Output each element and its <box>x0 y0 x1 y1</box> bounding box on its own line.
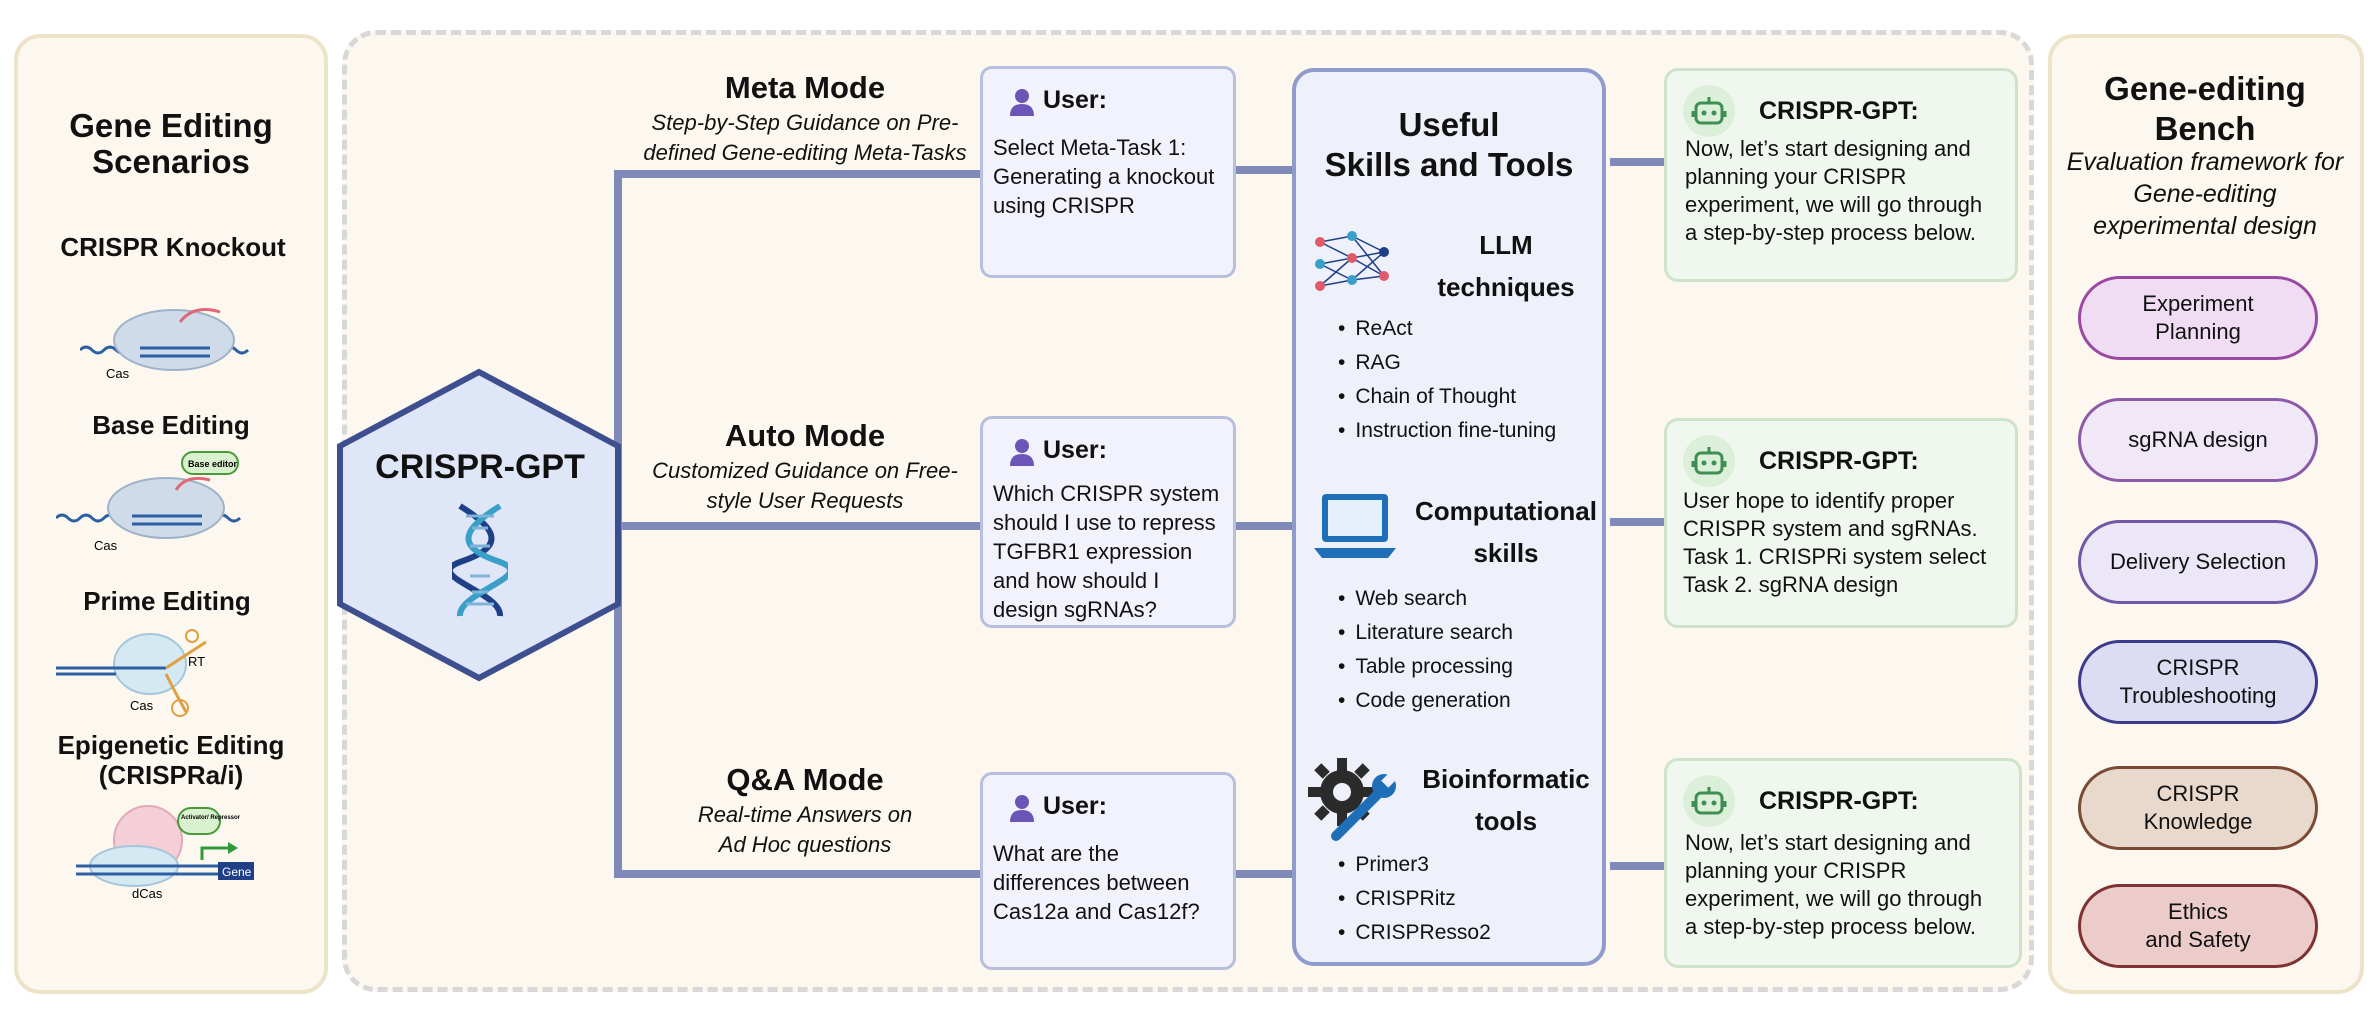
qa-mode-title: Q&A Mode <box>726 762 884 797</box>
meta-mode-subtitle-2: defined Gene-editing Meta-Tasks <box>643 140 967 165</box>
user-icon <box>1010 89 1034 116</box>
list-item: Literature search <box>1338 616 1513 650</box>
connector-auto <box>614 522 980 530</box>
user-icon <box>1010 439 1034 466</box>
scenario-epigenetic-label: Epigenetic Editing (CRISPRa/i) <box>57 730 285 790</box>
list-item: Table processing <box>1338 650 1513 684</box>
connector-qa-tools <box>1236 870 1292 878</box>
robot-icon <box>1683 775 1735 827</box>
prime-rt-tag: RT <box>188 654 205 669</box>
connector-meta-tools <box>1236 166 1292 174</box>
gene-tag: Gene <box>222 865 252 879</box>
list-item: Web search <box>1338 582 1513 616</box>
knockout-illustration: Cas <box>80 308 250 381</box>
bioinformatic-title-2: tools <box>1474 806 1538 836</box>
robot-icon <box>1683 435 1735 487</box>
auto-mode-subtitle-1: Customized Guidance on Free- <box>652 458 958 483</box>
tools-title-2: Skills and Tools <box>1324 146 1574 183</box>
list-item: Chain of Thought <box>1338 380 1556 414</box>
auto-mode-title: Auto Mode <box>724 418 886 453</box>
dna-icon <box>452 503 508 617</box>
bioinformatic-list: Primer3 CRISPRitz CRISPResso2 <box>1338 848 1491 950</box>
prime-editing-illustration: RT Cas <box>56 629 207 717</box>
laptop-icon <box>1314 494 1396 558</box>
llm-title-2: techniques <box>1437 272 1575 302</box>
skills-tools-box: Useful Skills and Tools LLM techniques R… <box>1292 68 1606 966</box>
epigenetic-illustration: Activator/ Repressor Gene dCas <box>76 805 254 901</box>
bench-title-1: Gene-editing <box>2104 70 2306 107</box>
computational-title-1: Computational <box>1415 496 1597 526</box>
meta-user-message-box: User: Select Meta-Task 1:Generating a kn… <box>980 66 1236 278</box>
scenario-knockout-label: CRISPR Knockout <box>60 232 286 262</box>
bioinformatic-title-1: Bioinformatic <box>1422 764 1590 794</box>
activator-tag: Activator/ Repressor <box>181 815 241 821</box>
connector-auto-tools <box>1236 522 1292 530</box>
computational-list: Web search Literature search Table proce… <box>1338 582 1513 718</box>
qa-mode-subtitle-1: Real-time Answers on <box>697 802 913 827</box>
base-cas-text: Cas <box>94 538 118 553</box>
base-editor-tag: Base editor <box>188 459 238 469</box>
meta-gpt-response-box: CRISPR-GPT: Now, let’s start designing a… <box>1664 68 2018 282</box>
tools-title-1: Useful <box>1398 106 1500 143</box>
list-item: Instruction fine-tuning <box>1338 414 1556 448</box>
computational-title-2: skills <box>1473 538 1539 568</box>
list-item: CRISPResso2 <box>1338 916 1490 950</box>
connector-meta <box>614 170 980 178</box>
list-item: CRISPRitz <box>1338 882 1491 916</box>
user-header: User: <box>1043 792 1107 820</box>
hub-label: CRISPR-GPT <box>375 448 585 486</box>
list-item: Code generation <box>1338 684 1513 718</box>
bench-pill-delivery-selection: Delivery Selection <box>2078 520 2318 604</box>
llm-list: ReAct RAG Chain of Thought Instruction f… <box>1338 312 1556 448</box>
robot-icon <box>1683 85 1735 137</box>
list-item: ReAct <box>1338 312 1556 346</box>
qa-mode-subtitle-2: Ad Hoc questions <box>718 832 892 857</box>
gear-wrench-icon <box>1308 758 1397 841</box>
epigenetic-dcas-text: dCas <box>132 886 163 901</box>
connector-tools-meta-reply <box>1610 158 1664 166</box>
base-editing-illustration: Base editor Cas <box>56 451 242 553</box>
list-item: RAG <box>1338 346 1556 380</box>
auto-gpt-response-box: CRISPR-GPT: User hope to identify proper… <box>1664 418 2018 628</box>
bench-pill-sgrna-design: sgRNA design <box>2078 398 2318 482</box>
scenario-base-editing-label: Base Editing <box>92 410 250 440</box>
user-header: User: <box>1043 436 1107 464</box>
connector-qa <box>614 870 980 878</box>
meta-user-message: Select Meta-Task 1:Generating a knockout… <box>993 135 1215 218</box>
bench-title-2: Bench <box>2154 110 2256 147</box>
connector-tools-qa-reply <box>1610 862 1664 870</box>
connector-tools-auto-reply <box>1610 518 1664 526</box>
scenarios-title-line1: Gene Editing Scenarios <box>69 107 273 180</box>
knockout-cas-text: Cas <box>106 366 130 381</box>
user-header: User: <box>1043 86 1107 114</box>
gpt-header: CRISPR-GPT: <box>1759 447 1919 475</box>
qa-gpt-response-box: CRISPR-GPT: Now, let’s start designing a… <box>1664 758 2022 968</box>
neural-network-icon <box>1315 231 1389 291</box>
user-icon <box>1010 795 1034 822</box>
list-item: Primer3 <box>1338 848 1491 882</box>
gpt-header: CRISPR-GPT: <box>1759 787 1919 815</box>
llm-title-1: LLM <box>1479 230 1533 260</box>
meta-mode-title: Meta Mode <box>724 70 886 105</box>
prime-cas-text: Cas <box>130 698 154 713</box>
auto-mode-subtitle-2: style User Requests <box>706 488 904 513</box>
scenario-prime-editing-label: Prime Editing <box>83 586 251 616</box>
meta-mode-subtitle-1: Step-by-Step Guidance on Pre- <box>651 110 959 135</box>
gpt-header: CRISPR-GPT: <box>1759 97 1919 125</box>
